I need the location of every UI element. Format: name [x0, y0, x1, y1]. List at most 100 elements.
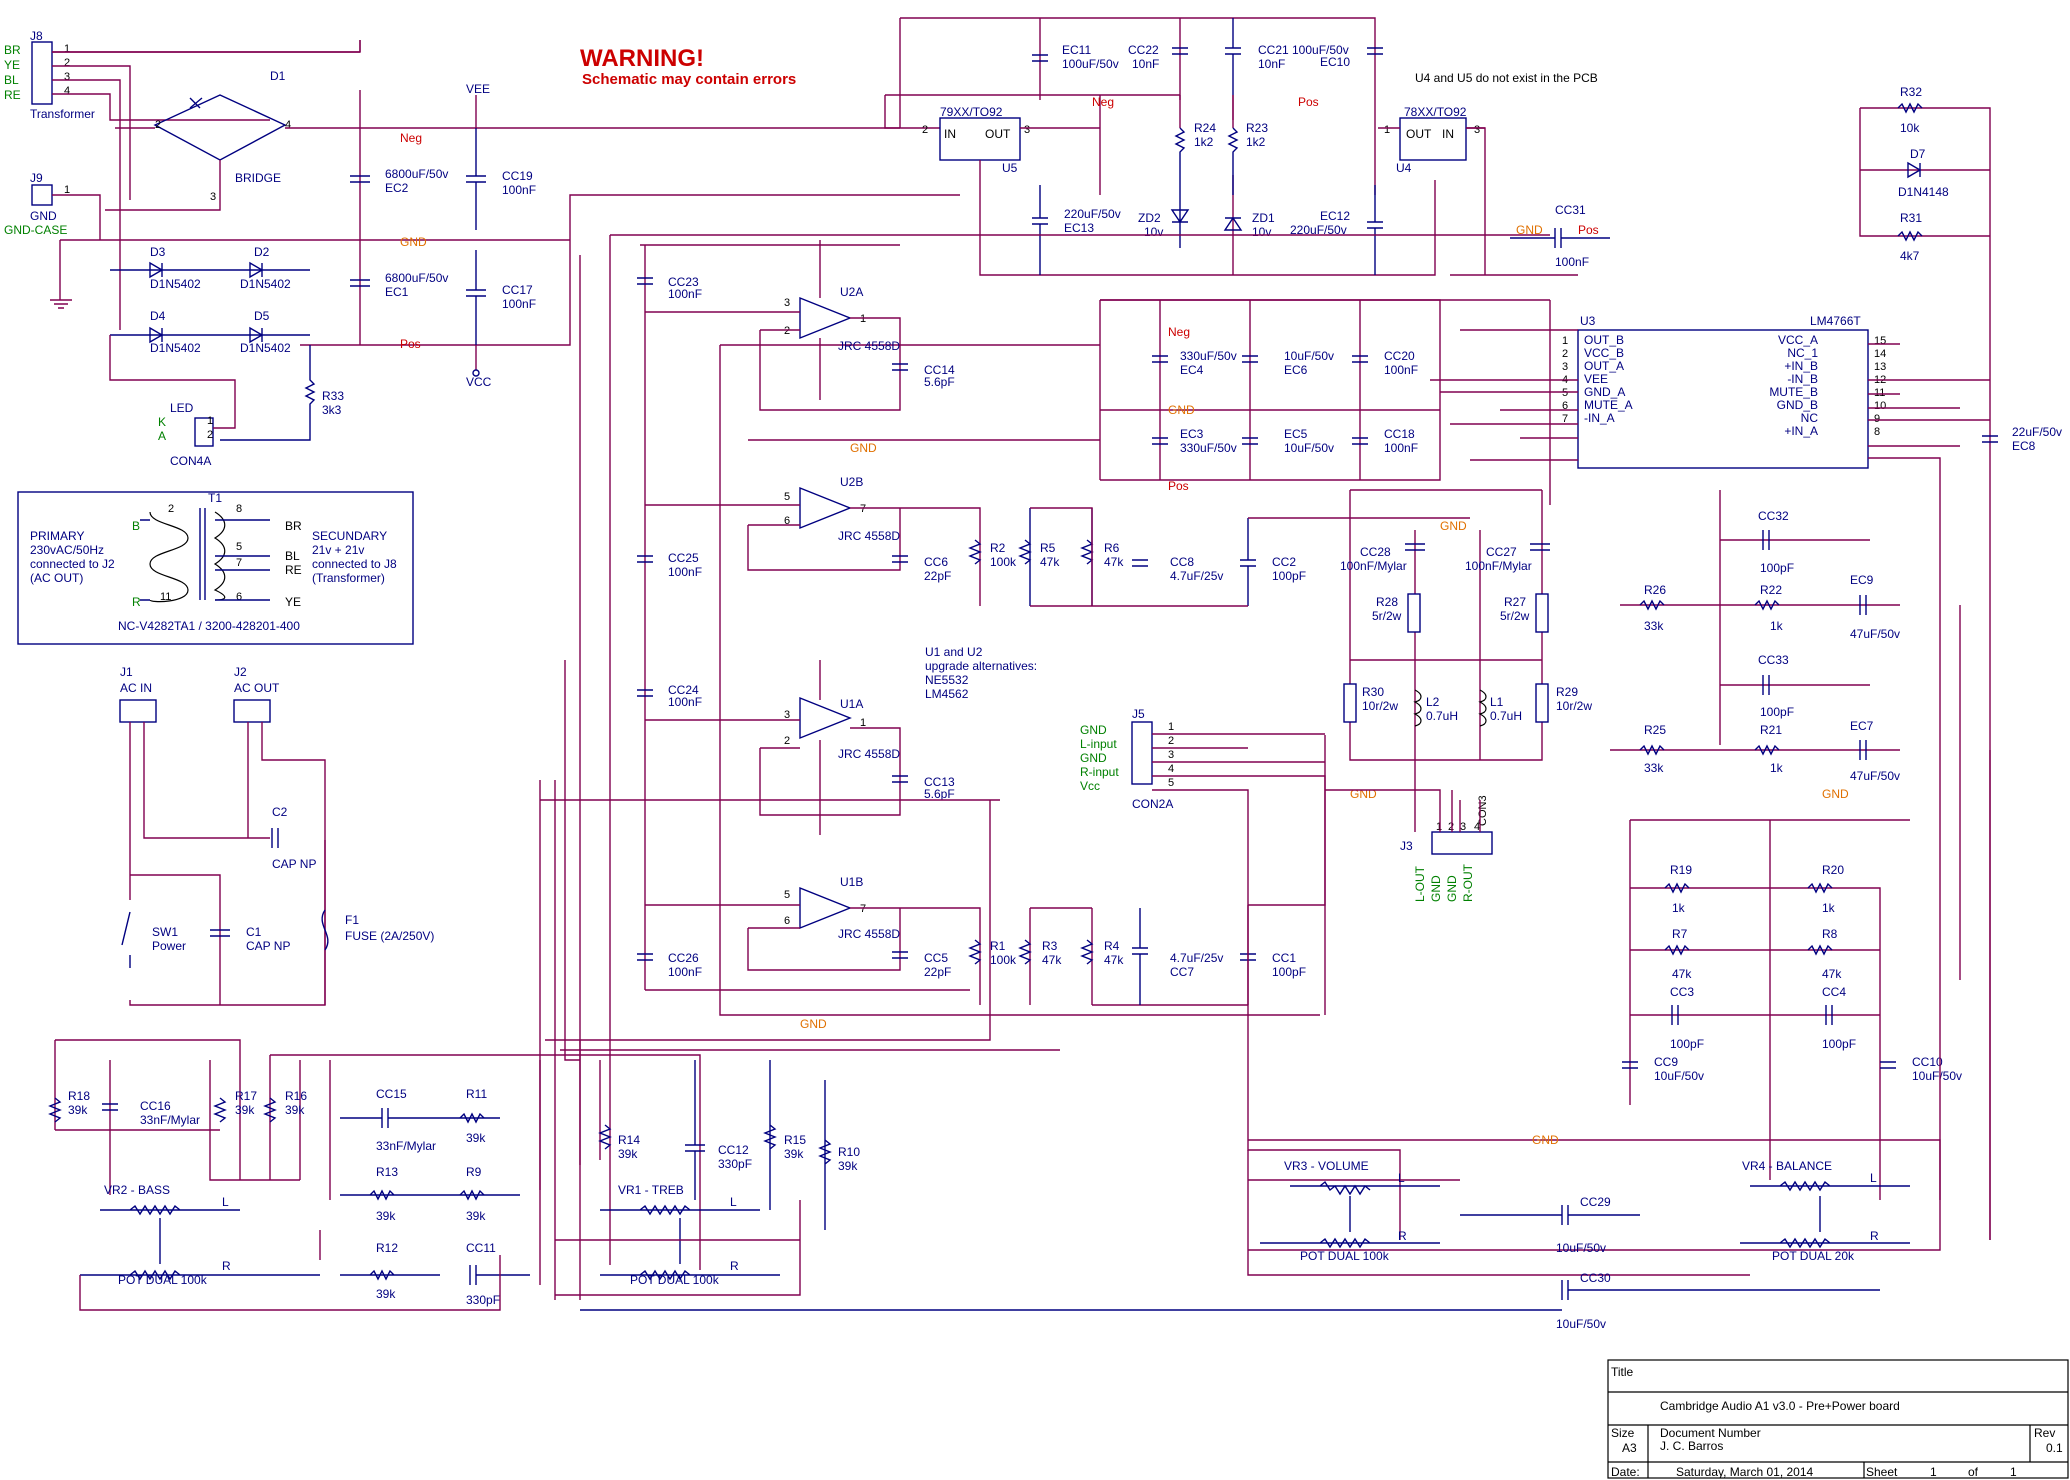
svg-text:R29: R29	[1556, 685, 1578, 699]
svg-text:VR1 - TREB: VR1 - TREB	[618, 1183, 684, 1197]
svg-text:CC29: CC29	[1580, 1195, 1611, 1209]
svg-text:Neg: Neg	[1168, 325, 1190, 339]
title-block: Title Cambridge Audio A1 v3.0 - Pre+Powe…	[1607, 1359, 2069, 1479]
svg-text:L: L	[1870, 1171, 1877, 1185]
svg-text:CC32: CC32	[1758, 509, 1789, 523]
u3-pin-number: 10	[1874, 400, 1886, 412]
svg-text:33nF/Mylar: 33nF/Mylar	[140, 1113, 200, 1127]
l1-inductor: L1 0.7uH	[1478, 689, 1522, 727]
svg-text:5: 5	[784, 889, 790, 901]
svg-text:D1N5402: D1N5402	[150, 341, 201, 355]
svg-text:(Transformer): (Transformer)	[312, 571, 385, 585]
svg-text:1: 1	[1168, 721, 1174, 733]
svg-text:1: 1	[2010, 1465, 2017, 1479]
vr1-treble-pot: VR1 - TREB POT DUAL 100k L R	[600, 1183, 780, 1287]
cc3-capacitor: CC3 100pF	[1670, 985, 1704, 1051]
svg-text:6800uF/50v: 6800uF/50v	[385, 167, 448, 181]
u3-pin-number: 9	[1874, 413, 1880, 425]
svg-text:47k: 47k	[1104, 953, 1124, 967]
svg-text:3: 3	[1024, 124, 1030, 136]
svg-text:POT DUAL 100k: POT DUAL 100k	[630, 1273, 720, 1287]
svg-text:4: 4	[1168, 763, 1174, 775]
svg-text:10nF: 10nF	[1132, 57, 1159, 71]
svg-text:GND-CASE: GND-CASE	[4, 223, 67, 237]
svg-text:D1N5402: D1N5402	[240, 341, 291, 355]
svg-text:6800uF/50v: 6800uF/50v	[385, 271, 448, 285]
cc5-capacitor: CC5 22pF	[892, 951, 951, 979]
f1-fuse: F1 FUSE (2A/250V)	[321, 909, 434, 951]
svg-text:R: R	[1398, 1229, 1407, 1243]
r3-resistor: R3 47k	[1018, 939, 1062, 967]
svg-text:D1N5402: D1N5402	[240, 277, 291, 291]
svg-text:OUT: OUT	[1406, 127, 1432, 141]
r6-resistor: R6 47k	[1080, 508, 1124, 606]
svg-text:EC13: EC13	[1064, 221, 1094, 235]
svg-text:1: 1	[207, 415, 213, 427]
transformer-box: T1 PRIMARY 230vAC/50Hz connected to J2 (…	[17, 491, 414, 645]
ec4-capacitor: 330uF/50v EC4	[1152, 349, 1237, 377]
ac-in-connector: J1 AC IN	[119, 665, 157, 723]
svg-text:CC33: CC33	[1758, 653, 1789, 667]
svg-text:39k: 39k	[838, 1159, 858, 1173]
svg-text:GND: GND	[1168, 403, 1195, 417]
svg-text:CC18: CC18	[1384, 427, 1415, 441]
u3-pin-label: GND_A	[1584, 385, 1625, 399]
svg-text:R2: R2	[990, 541, 1006, 555]
svg-text:POT DUAL 20k: POT DUAL 20k	[1772, 1249, 1855, 1263]
r1-resistor: R1 100k	[968, 939, 1017, 967]
u3-pin-label: VCC_B	[1584, 346, 1624, 360]
svg-text:BL: BL	[4, 73, 19, 87]
r33-resistor: R33 3k3	[220, 345, 344, 441]
svg-text:5.6pF: 5.6pF	[924, 375, 955, 389]
svg-text:1: 1	[860, 313, 866, 325]
svg-text:L-OUT: L-OUT	[1413, 865, 1427, 902]
svg-text:JRC 4558D: JRC 4558D	[838, 927, 900, 941]
r10-resistor: R10 39k	[818, 1080, 860, 1230]
svg-text:5r/2w: 5r/2w	[1500, 609, 1530, 623]
svg-text:79XX/TO92: 79XX/TO92	[940, 105, 1003, 119]
svg-text:39k: 39k	[285, 1103, 305, 1117]
r12-resistor: R12 39k	[340, 1241, 440, 1301]
svg-text:R23: R23	[1246, 121, 1268, 135]
svg-text:47k: 47k	[1042, 953, 1062, 967]
svg-text:D3: D3	[150, 245, 166, 259]
r8-resistor: R8 47k	[1807, 927, 1842, 981]
svg-text:10k: 10k	[1900, 121, 1920, 135]
j3-output-connector: J3 CON3 L-OUT GND GND R-OUT 1 2 3 4	[1400, 795, 1493, 902]
r15-resistor: R15 39k	[763, 1060, 806, 1210]
svg-text:CC19: CC19	[502, 169, 533, 183]
svg-text:3: 3	[64, 71, 70, 83]
svg-text:GND: GND	[1822, 787, 1849, 801]
svg-text:R10: R10	[838, 1145, 860, 1159]
svg-text:J2: J2	[234, 665, 247, 679]
svg-text:Vcc: Vcc	[1080, 779, 1100, 793]
svg-text:D7: D7	[1910, 147, 1926, 161]
svg-text:A: A	[158, 429, 166, 443]
svg-text:LM4766T: LM4766T	[1810, 314, 1861, 328]
svg-text:R25: R25	[1644, 723, 1666, 737]
pcb-note: U4 and U5 do not exist in the PCB	[1415, 71, 1598, 85]
svg-text:1: 1	[1436, 821, 1442, 833]
svg-text:47k: 47k	[1040, 555, 1060, 569]
svg-text:39k: 39k	[466, 1209, 486, 1223]
svg-text:Pos: Pos	[1298, 95, 1319, 109]
svg-text:U2A: U2A	[840, 285, 863, 299]
svg-text:R13: R13	[376, 1165, 398, 1179]
svg-text:U4: U4	[1396, 161, 1412, 175]
svg-text:CC20: CC20	[1384, 349, 1415, 363]
svg-text:EC11: EC11	[1062, 43, 1091, 57]
svg-text:47k: 47k	[1672, 967, 1692, 981]
svg-text:100nF: 100nF	[1384, 363, 1418, 377]
svg-text:GND: GND	[1440, 519, 1467, 533]
u3-pin-number: 15	[1874, 335, 1886, 347]
svg-text:100nF: 100nF	[1384, 441, 1418, 455]
u3-pin-label: VCC_A	[1778, 333, 1818, 347]
svg-text:POT DUAL 100k: POT DUAL 100k	[118, 1273, 208, 1287]
svg-text:R9: R9	[466, 1165, 482, 1179]
svg-text:CC6: CC6	[924, 555, 948, 569]
svg-text:BL: BL	[285, 549, 300, 563]
u3-pin-label: -IN_A	[1584, 411, 1615, 425]
r17-resistor: R17 39k	[213, 1089, 257, 1123]
svg-text:ZD2: ZD2	[1138, 211, 1161, 225]
